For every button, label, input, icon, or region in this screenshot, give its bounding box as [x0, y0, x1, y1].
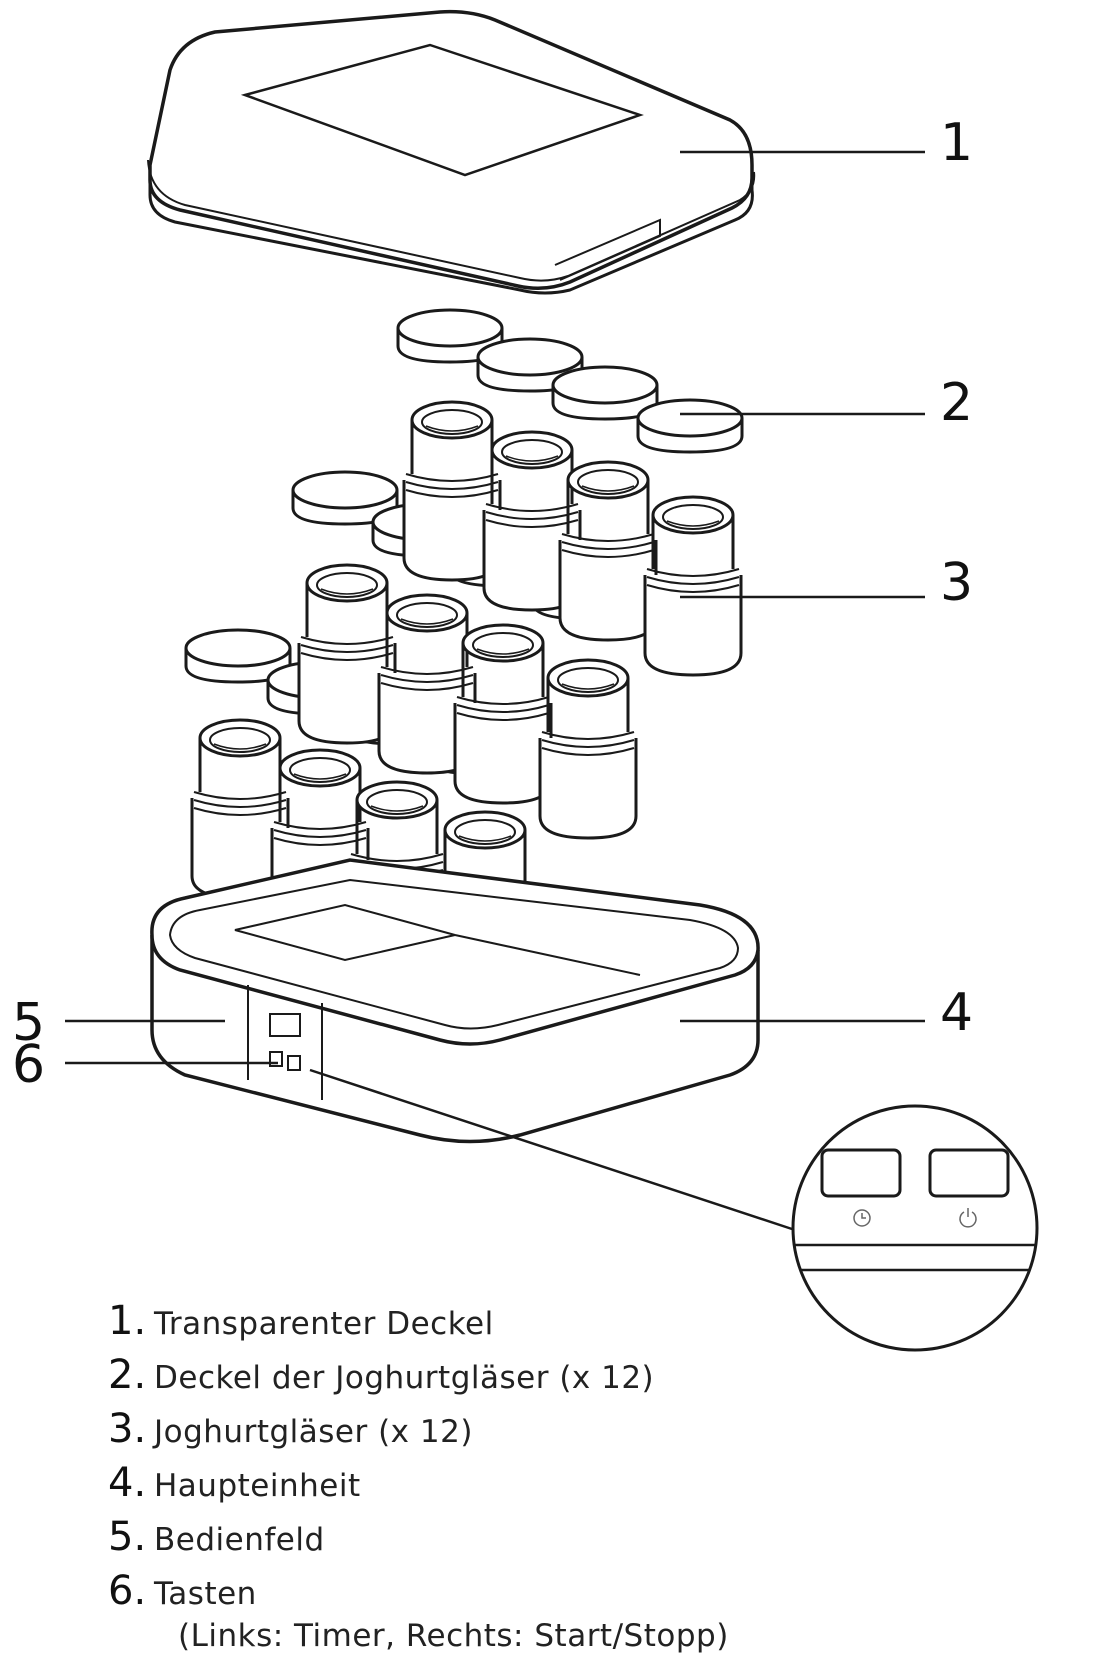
legend-number: 5.: [108, 1514, 147, 1560]
callout-3: 3: [940, 553, 973, 613]
legend-label: Bedienfeld: [154, 1522, 325, 1558]
legend-label: Joghurtgläser (x 12): [154, 1414, 473, 1450]
legend-number: 1.: [108, 1298, 147, 1344]
button-zoom-view: [791, 1104, 1039, 1352]
power-icon: [959, 1208, 977, 1228]
timer-button: [820, 1148, 902, 1198]
callout-2: 2: [940, 373, 973, 433]
main-unit: [65, 858, 925, 1232]
legend-item: 6. Tasten: [108, 1568, 868, 1622]
parts-legend: 1. Transparenter Deckel 2. Deckel der Jo…: [108, 1298, 868, 1654]
transparent-lid: [147, 9, 925, 295]
legend-item: 2. Deckel der Joghurtgläser (x 12): [108, 1352, 868, 1406]
legend-label: Deckel der Joghurtgläser (x 12): [154, 1360, 655, 1396]
legend-item: 4. Haupteinheit: [108, 1460, 868, 1514]
legend-number: 3.: [108, 1406, 147, 1452]
callout-5: 5: [12, 993, 45, 1053]
start-stop-button: [928, 1148, 1010, 1198]
callout-4: 4: [940, 983, 973, 1043]
legend-item: 3. Joghurtgläser (x 12): [108, 1406, 868, 1460]
legend-label: Tasten: [154, 1576, 257, 1612]
legend-label: Haupteinheit: [154, 1468, 361, 1504]
legend-label: Transparenter Deckel: [154, 1306, 494, 1342]
legend-number: 2.: [108, 1352, 147, 1398]
legend-number: 6.: [108, 1568, 147, 1614]
legend-number: 4.: [108, 1460, 147, 1506]
legend-item: 5. Bedienfeld: [108, 1514, 868, 1568]
legend-item: 1. Transparenter Deckel: [108, 1298, 868, 1352]
callout-6: 6: [12, 1035, 45, 1095]
callout-1: 1: [940, 113, 973, 173]
legend-note: (Links: Timer, Rechts: Start/Stopp): [178, 1618, 729, 1654]
clock-icon: [853, 1209, 871, 1227]
